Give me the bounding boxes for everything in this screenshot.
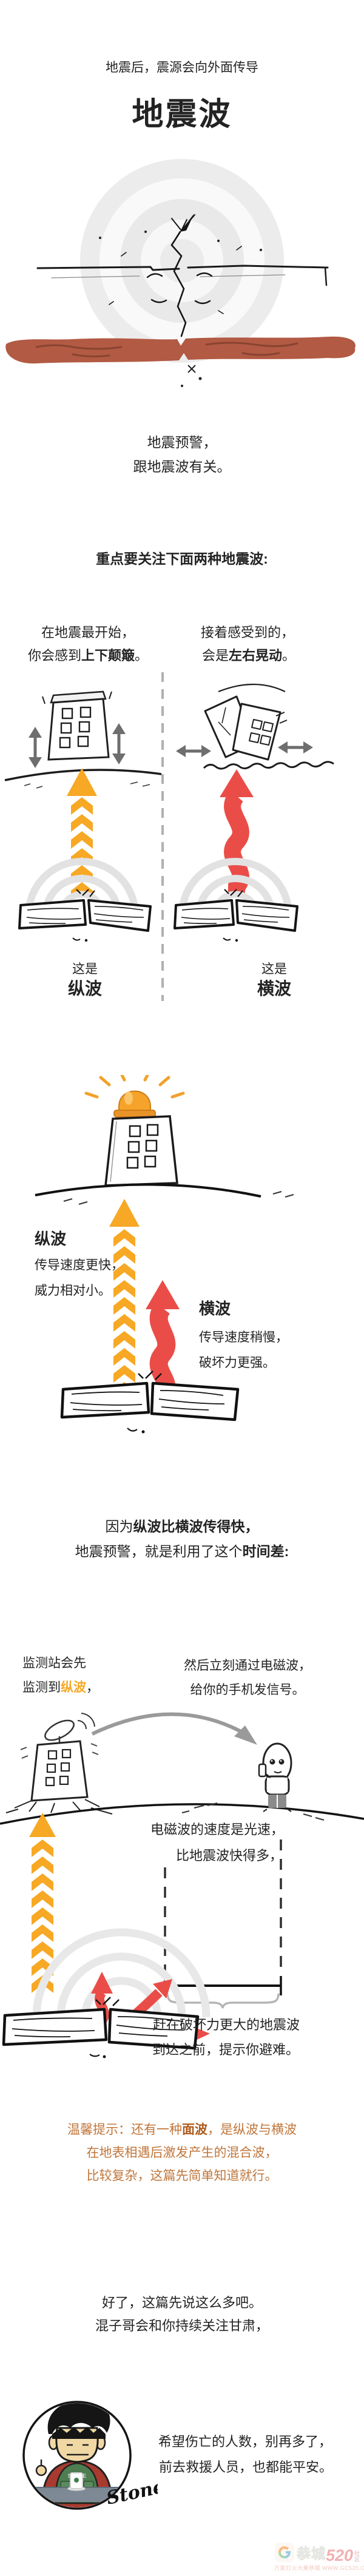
speed-illustration	[35, 1075, 294, 1434]
tip-line2: 在地表相遇后激发产生的混合波，	[86, 2146, 278, 2160]
p-wave-desc2: 威力相对小。	[35, 1284, 111, 1298]
signal-arc-arrow-icon	[91, 1712, 257, 1745]
wave-name-s: 横波	[257, 979, 292, 998]
monitor-station-icon	[5, 1713, 113, 1815]
ripple-arcs	[32, 1928, 211, 2018]
up-down-arrow-icon	[29, 723, 126, 768]
warning-building-icon	[104, 1115, 178, 1187]
time-gap-markers	[164, 1839, 282, 2009]
wave-name-p: 纵波	[67, 979, 103, 998]
signal-line1: 然后立刻通过电磁波，	[184, 1659, 311, 1673]
caption-left: 这是	[72, 962, 98, 976]
em-line2: 比地震波快得多，	[175, 1848, 283, 1863]
person-with-phone-icon	[258, 1742, 292, 1812]
p-wave-scene	[4, 690, 162, 942]
watermark-name: 恭城	[296, 2545, 326, 2561]
debris-dots	[99, 231, 262, 251]
wish-line1: 希望伤亡的人数，别再多了，	[158, 2434, 332, 2449]
outro-line2: 混子哥会和你持续关注甘肃，	[95, 2318, 269, 2333]
building-icon	[42, 690, 112, 761]
p-wave-arrow-icon	[67, 768, 97, 900]
watermark-slogan: 万家灯火大美恭城 WWW.GC520.CN	[274, 2565, 364, 2571]
crack-icon	[109, 214, 242, 337]
s-wave-desc2: 破坏力更强。	[199, 1356, 275, 1370]
ground-line	[36, 265, 329, 286]
watermark: 恭城 520 社区 万家灯火大美恭城 WWW.GC520.CN	[274, 2542, 364, 2572]
author-avatar: STONE Stone	[22, 2401, 158, 2510]
intro-subtitle: 地震后，震源会向外面传导	[106, 61, 258, 75]
focus-line: 重点要关注下面两种地震波:	[96, 551, 268, 567]
station-line2: 监测到纵波，	[22, 1681, 99, 1694]
p-wave-arrow-icon	[29, 1813, 56, 1993]
ground-curve	[35, 1183, 261, 1198]
rock-slabs-icon	[18, 889, 152, 942]
seismic-ripples-icon	[80, 159, 284, 363]
rock-slabs-icon	[60, 1371, 240, 1434]
caption-right: 这是	[261, 962, 287, 976]
station-line1: 监测站会先	[22, 1656, 86, 1670]
tip-line3: 比较复杂，这篇先简单知道就行。	[86, 2169, 278, 2183]
s-wave-label: 横波	[199, 1300, 231, 1318]
compare-left-line1: 在地震最开始，	[41, 625, 135, 640]
watermark-logo-icon	[275, 2543, 294, 2562]
p-wave-arrow-icon	[109, 1199, 140, 1400]
watermark-number: 520	[326, 2546, 354, 2564]
compare-left-line2: 你会感到上下颠簸。	[27, 648, 149, 663]
signal-line2: 给你的手机发信号。	[190, 1683, 305, 1697]
because-line: 因为纵波比横波传得快，	[105, 1519, 259, 1534]
left-right-arrow-icon	[176, 741, 313, 757]
lead-line1: 地震预警，	[147, 434, 217, 450]
siren-icon	[84, 1075, 185, 1118]
lead-line2: 跟地震波有关。	[133, 459, 231, 474]
gap-line1: 赶在破坏力更大的地震波	[152, 2017, 300, 2032]
compare-illustration	[4, 672, 334, 1001]
compare-right-line2: 会是左右晃动。	[201, 648, 296, 663]
hair	[47, 2403, 110, 2434]
em-line1: 电磁波的速度是光速，	[150, 1822, 285, 1837]
epicenter-illustration	[5, 159, 356, 387]
spark-icon	[187, 365, 196, 373]
s-wave-desc1: 传导速度稍慢，	[199, 1330, 288, 1344]
tip-line1: 温馨提示：还有一种面波，是纵波与横波	[67, 2123, 297, 2137]
phone-icon	[258, 1763, 267, 1778]
p-wave-desc1: 传导速度更快，	[35, 1258, 124, 1272]
rock-slabs-icon	[2, 1997, 200, 2058]
timegap-line: 地震预警，就是利用了这个时间差:	[75, 1543, 289, 1559]
warning-diagram	[0, 1712, 364, 2058]
wish-line2: 前去救援人员，也都能平安。	[158, 2460, 333, 2475]
s-wave-scene	[174, 683, 334, 942]
hand	[35, 2464, 47, 2477]
gap-line2: 到达之前，提示你避难。	[152, 2042, 300, 2057]
p-wave-label: 纵波	[35, 1230, 67, 1248]
ground-curve	[0, 1803, 364, 1825]
page-title: 地震波	[132, 97, 232, 132]
tilted-buildings-icon	[204, 683, 288, 761]
rock-slabs-icon	[174, 889, 298, 942]
compare-right-line1: 接着感受到的，	[200, 625, 295, 640]
ground-strip	[5, 336, 356, 387]
outro-line1: 好了，这篇先说这么多吧。	[101, 2295, 263, 2310]
